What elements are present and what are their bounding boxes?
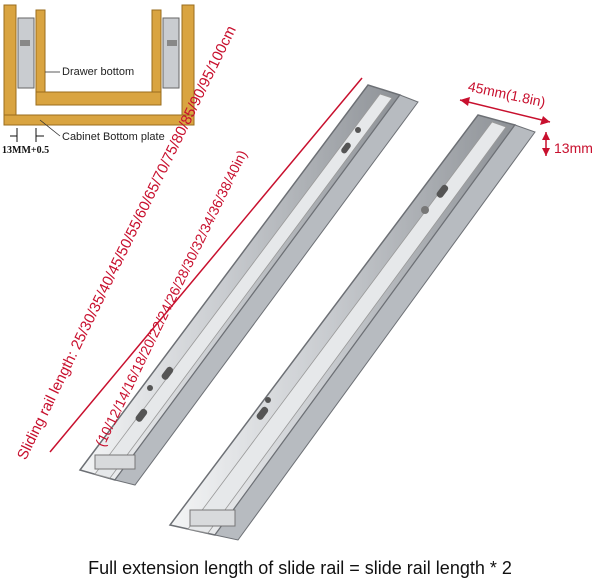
- cabinet-bottom-plate-label: Cabinet Bottom plate: [62, 131, 165, 143]
- slide-rails-illustration: [49, 77, 551, 541]
- length-dimension-line: [49, 77, 363, 453]
- full-extension-caption: Full extension length of slide rail = sl…: [88, 558, 512, 578]
- width-dimension-line: [459, 99, 551, 123]
- rail-height-label: 13mm: [554, 140, 593, 156]
- left-slide-rail: [78, 84, 419, 486]
- drawer-bottom-label: Drawer bottom: [62, 66, 135, 78]
- right-slide-rail: [168, 114, 536, 541]
- gap-dimension-label: 13MM+0.5: [2, 145, 50, 156]
- installation-diagram: [3, 4, 195, 142]
